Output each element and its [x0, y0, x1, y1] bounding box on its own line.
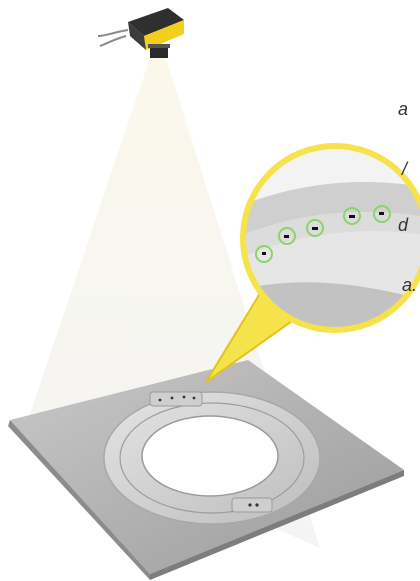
text-fragment-4: a. — [402, 276, 417, 294]
text-fragment-1: a — [398, 100, 408, 118]
camera-icon — [98, 8, 184, 58]
text-fragment-3: d — [398, 216, 408, 234]
magnifier-callout-icon — [240, 146, 420, 330]
text-fragment-2: / — [402, 160, 407, 178]
ring-part — [104, 392, 320, 524]
